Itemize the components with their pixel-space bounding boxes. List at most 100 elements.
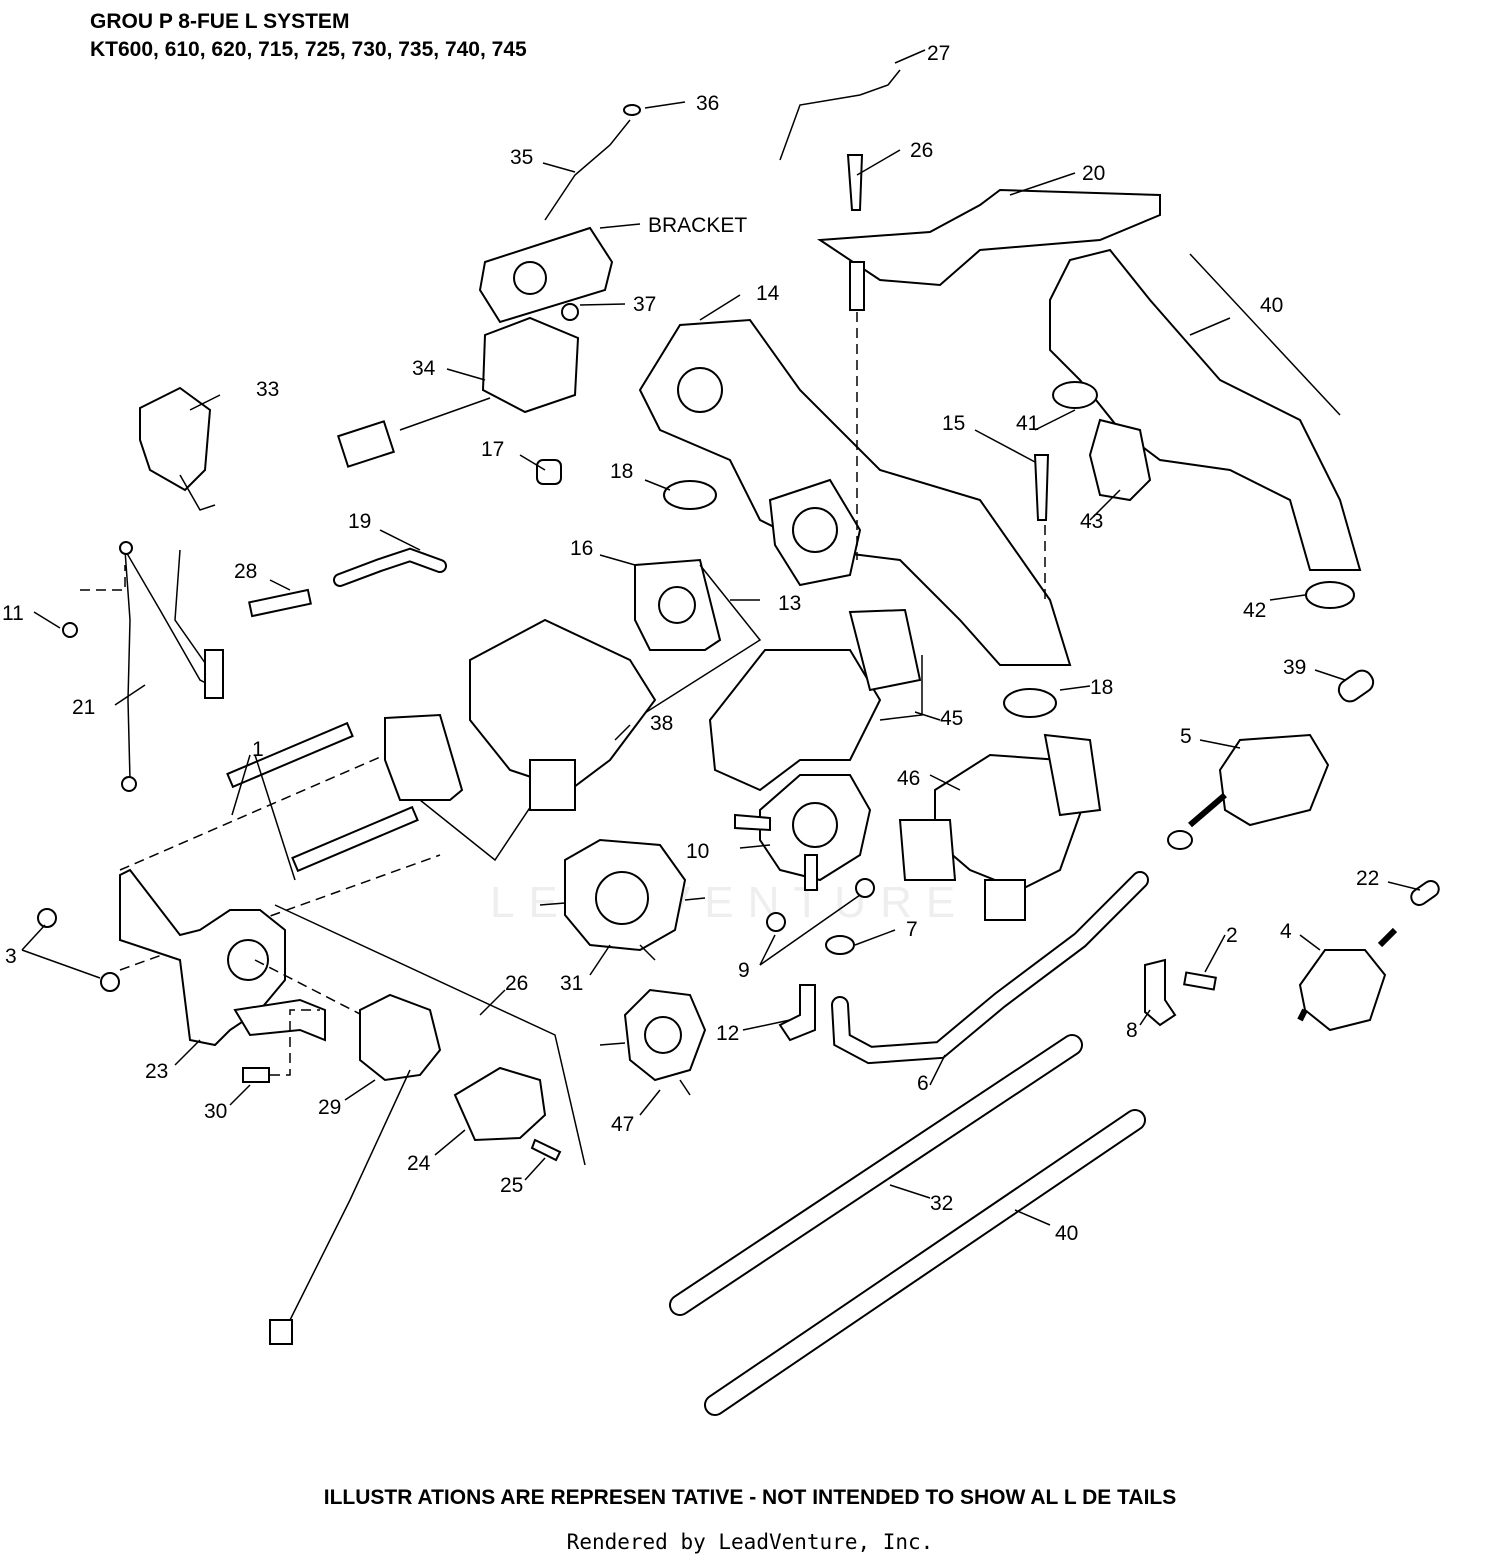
callout-45: 45 xyxy=(940,707,963,730)
part-13-carburetor xyxy=(469,618,657,792)
callout-28: 27 xyxy=(927,42,950,65)
part-34-motor xyxy=(139,386,212,492)
part-30-regulator xyxy=(359,993,442,1082)
callout-12: 12 xyxy=(716,1022,739,1045)
part-21-lever xyxy=(817,188,1161,287)
part-23-bracket xyxy=(119,868,286,1047)
callout-5: 5 xyxy=(1180,725,1192,748)
part-14-manifold xyxy=(638,318,1072,666)
part-22-wire-a xyxy=(124,549,131,781)
part-41-line xyxy=(706,1111,1144,1414)
part-30-lead xyxy=(289,1069,411,1321)
callout-37: 36 xyxy=(696,92,719,115)
part-31-screw xyxy=(242,1067,270,1083)
callout-18b: 18 xyxy=(1090,676,1113,699)
part-1-stud-a xyxy=(226,721,354,789)
callout-38: 37 xyxy=(633,293,656,316)
part-9-screw-b xyxy=(855,878,875,898)
callout-7: 7 xyxy=(906,918,918,941)
callout-14: 14 xyxy=(756,282,780,305)
part-10-fitting xyxy=(804,854,818,891)
callout-32: 31 xyxy=(560,972,583,995)
part-12-elbow xyxy=(778,984,816,1042)
callout-25: 25 xyxy=(500,1174,523,1197)
part-19-hose xyxy=(335,549,445,585)
callout-21: 20 xyxy=(1082,162,1105,185)
part-11-leader xyxy=(80,565,126,591)
part-27-pin xyxy=(846,154,864,211)
bracket-hole xyxy=(513,261,547,295)
part-26-group-bracket xyxy=(274,904,586,1166)
part-23-port xyxy=(227,939,269,981)
part-22-terminal-bottom xyxy=(121,776,137,792)
part-46-gasket-b xyxy=(898,819,957,881)
bracket-label: BRACKET xyxy=(648,214,747,237)
part-10-spout xyxy=(734,813,771,832)
part-14-port xyxy=(677,367,723,413)
callout-10: 10 xyxy=(686,840,709,863)
callout-24: 24 xyxy=(407,1152,431,1175)
part-16-gasket-hole xyxy=(658,586,696,624)
part-18-oring-b xyxy=(1003,688,1057,718)
part-4-inline-filter xyxy=(1298,949,1387,1032)
part-25-screw xyxy=(530,1138,562,1162)
callout-35: 34 xyxy=(412,357,436,380)
part-43-oring-top xyxy=(1052,381,1098,409)
part-8-clip xyxy=(1144,958,1177,1027)
render-credit: Rendered by LeadVenture, Inc. xyxy=(566,1530,934,1554)
part-22-connector xyxy=(204,649,224,699)
callout-46: 46 xyxy=(897,767,920,790)
callout-3: 3 xyxy=(5,945,17,968)
part-3-nut-a xyxy=(37,908,57,928)
part-46-gasket-a xyxy=(1043,733,1102,817)
part-37-clip xyxy=(623,104,641,116)
part-40-cap xyxy=(1337,669,1375,703)
callout-33: 32 xyxy=(930,1192,953,1215)
part-4-nipples xyxy=(1297,927,1398,1022)
part-28-rod xyxy=(779,69,901,161)
part-38-screw xyxy=(561,303,579,321)
callout-36: 35 xyxy=(510,146,533,169)
part-35-connector xyxy=(336,420,396,468)
callout-18a: 18 xyxy=(610,460,633,483)
part-45-gasket xyxy=(848,608,922,692)
part-36-rod xyxy=(544,119,631,221)
callout-39: 38 xyxy=(650,712,673,735)
callout-34: 33 xyxy=(256,378,279,401)
callout-13: 13 xyxy=(778,592,801,615)
callout-22: 21 xyxy=(72,696,95,719)
part-24-gasket xyxy=(453,1066,547,1142)
callout-26: 26 xyxy=(505,972,528,995)
callout-40: 39 xyxy=(1283,656,1306,679)
callout-11: 11 xyxy=(2,602,24,625)
callout-41: 40 xyxy=(1055,1222,1078,1245)
part-17-spacer xyxy=(536,459,562,485)
part-18-oring-a xyxy=(663,480,717,510)
part-32-diaphragm xyxy=(595,871,649,925)
part-clamp xyxy=(1167,830,1193,850)
callout-27: 26 xyxy=(910,139,933,162)
callout-15: 15 xyxy=(942,412,965,435)
part-2-screw xyxy=(1183,971,1217,991)
leader-lines xyxy=(21,49,1421,1226)
part-5-nipple xyxy=(1188,792,1227,828)
part-15-bolt xyxy=(1033,454,1050,521)
callout-30: 29 xyxy=(318,1096,341,1119)
part-47-ports xyxy=(599,1042,691,1096)
part-34-shaft xyxy=(179,474,216,511)
callout-4: 4 xyxy=(1280,920,1292,943)
part-9-screw-a xyxy=(766,912,786,932)
callout-42: 40 xyxy=(1260,294,1283,317)
callout-47: 47 xyxy=(611,1113,634,1136)
part-42-manifold xyxy=(1049,248,1362,571)
callout-20: 22 xyxy=(1356,867,1379,890)
part-14-flange-hole xyxy=(792,507,838,553)
part-31-leader xyxy=(270,1009,320,1076)
callout-29: 28 xyxy=(234,560,257,583)
model-list: KT600, 610, 620, 715, 725, 730, 735, 740… xyxy=(90,38,527,61)
disclaimer: ILLUSTR ATIONS ARE REPRESEN TATIVE - NOT… xyxy=(323,1486,1177,1509)
callout-6: 6 xyxy=(917,1072,929,1095)
callout-31: 30 xyxy=(204,1100,227,1123)
part-11-screw xyxy=(62,622,78,638)
